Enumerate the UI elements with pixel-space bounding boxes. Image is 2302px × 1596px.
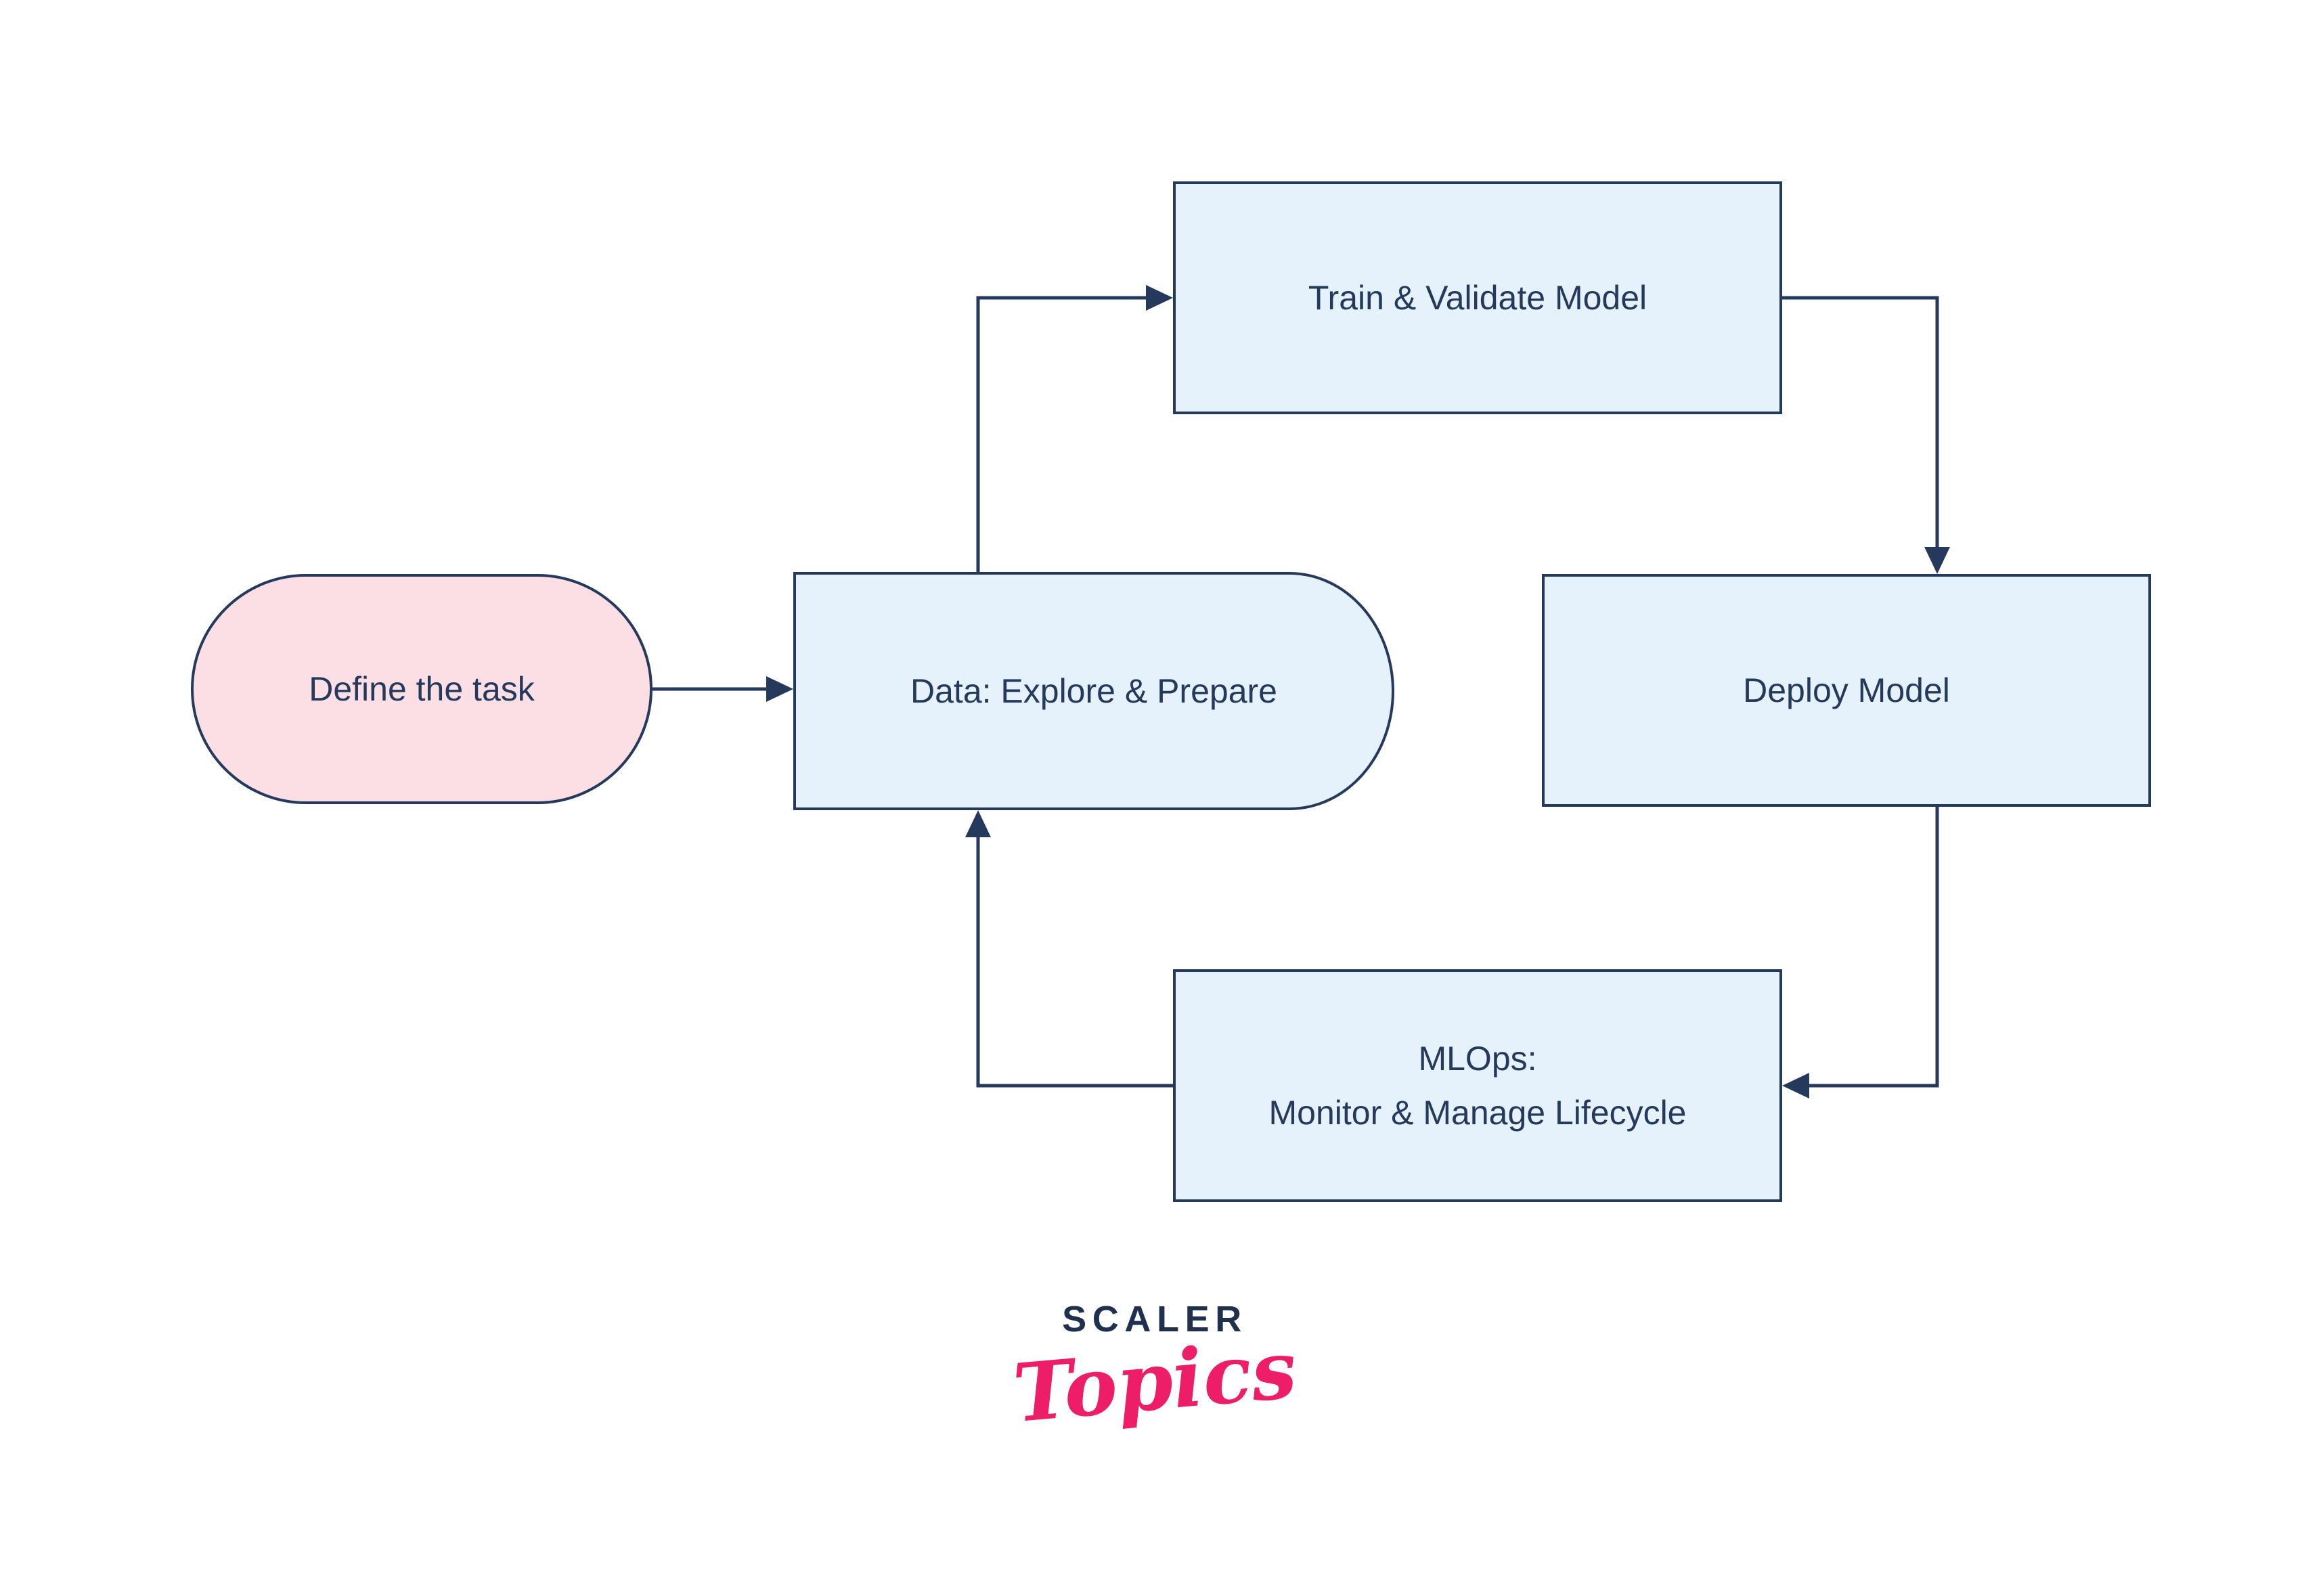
node-mlops-label-line2: Monitor & Manage Lifecycle [1268, 1094, 1687, 1132]
node-define-task-label: Define the task [309, 670, 535, 708]
edge-train-to-deploy-arrowhead [1924, 547, 1950, 574]
topics-script-wordmark: Topics [1009, 1322, 1300, 1440]
node-mlops-label: MLOps: Monitor & Manage Lifecycle [1269, 1032, 1687, 1140]
edge-data-to-train-line [976, 296, 1146, 572]
node-data-explore-prepare: Data: Explore & Prepare [793, 572, 1394, 810]
scaler-topics-logo: SCALER Topics [1009, 1299, 1300, 1440]
node-train-validate-model: Train & Validate Model [1173, 181, 1782, 414]
edge-define-to-data-arrowhead [766, 676, 793, 702]
scaler-wordmark: SCALER [1062, 1299, 1247, 1339]
edge-mlops-to-data-arrowhead [965, 810, 991, 837]
node-data-explore-prepare-label: Data: Explore & Prepare [910, 672, 1277, 710]
edge-data-to-train-arrowhead [1146, 285, 1173, 311]
edge-train-to-deploy-line [1782, 296, 1939, 547]
node-train-validate-model-label: Train & Validate Model [1308, 279, 1647, 317]
node-deploy-model: Deploy Model [1542, 574, 2151, 807]
edge-mlops-to-data-line [976, 837, 1173, 1088]
node-mlops-label-line1: MLOps: [1418, 1040, 1537, 1078]
edge-deploy-to-mlops-line [1809, 807, 1939, 1088]
node-deploy-model-label: Deploy Model [1743, 671, 1950, 709]
node-mlops: MLOps: Monitor & Manage Lifecycle [1173, 969, 1782, 1202]
node-define-task: Define the task [191, 574, 652, 804]
edge-deploy-to-mlops-arrowhead [1782, 1073, 1809, 1099]
